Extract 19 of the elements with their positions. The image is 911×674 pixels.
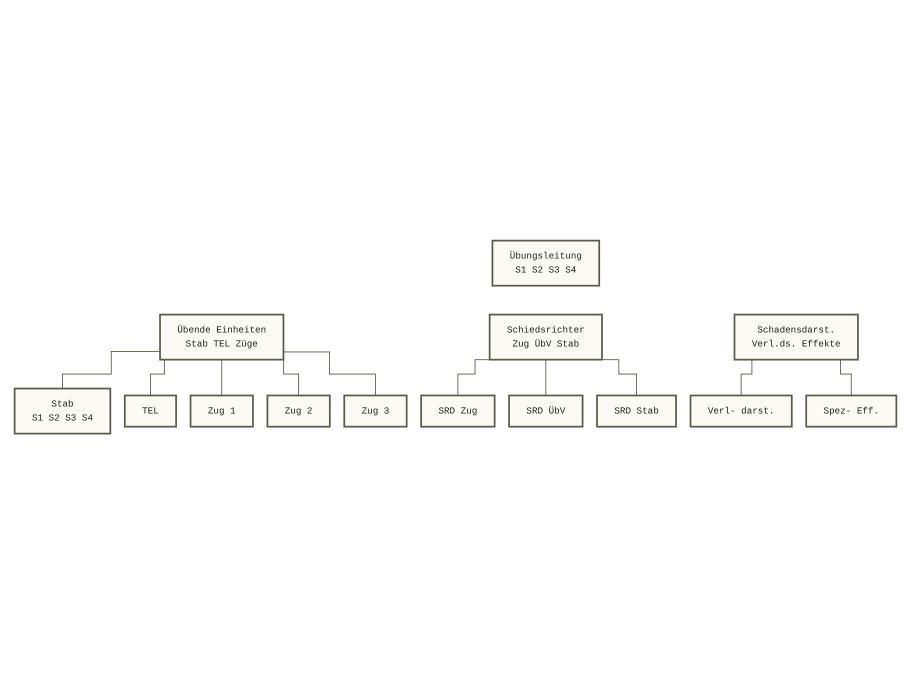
- node-box: TEL: [124, 394, 177, 428]
- node-box: SRD ÜbV: [508, 394, 584, 428]
- node-box: SRD Zug: [420, 394, 496, 428]
- node-box: Zug 3: [343, 394, 408, 428]
- connector: [62, 350, 160, 389]
- node-box: Schadensdarst. Verl.ds. Effekte: [734, 314, 859, 360]
- node-box: Verl- darst.: [690, 394, 793, 428]
- connector: [545, 359, 546, 396]
- node-box: Übende Einheiten Stab TEL Züge: [159, 314, 284, 360]
- connector: [221, 359, 222, 396]
- node-box: Zug 2: [266, 394, 331, 428]
- node-box: Schiedsrichter Zug ÜbV Stab: [488, 314, 603, 360]
- connector: [600, 359, 637, 396]
- node-box: Übungsleitung S1 S2 S3 S4: [492, 240, 600, 286]
- node-box: SRD Stab: [596, 394, 677, 428]
- node-box: Spez- Eff.: [805, 394, 898, 428]
- node-box: Zug 1: [190, 394, 254, 428]
- node-box: Stab S1 S2 S3 S4: [14, 388, 112, 434]
- connector: [283, 351, 376, 396]
